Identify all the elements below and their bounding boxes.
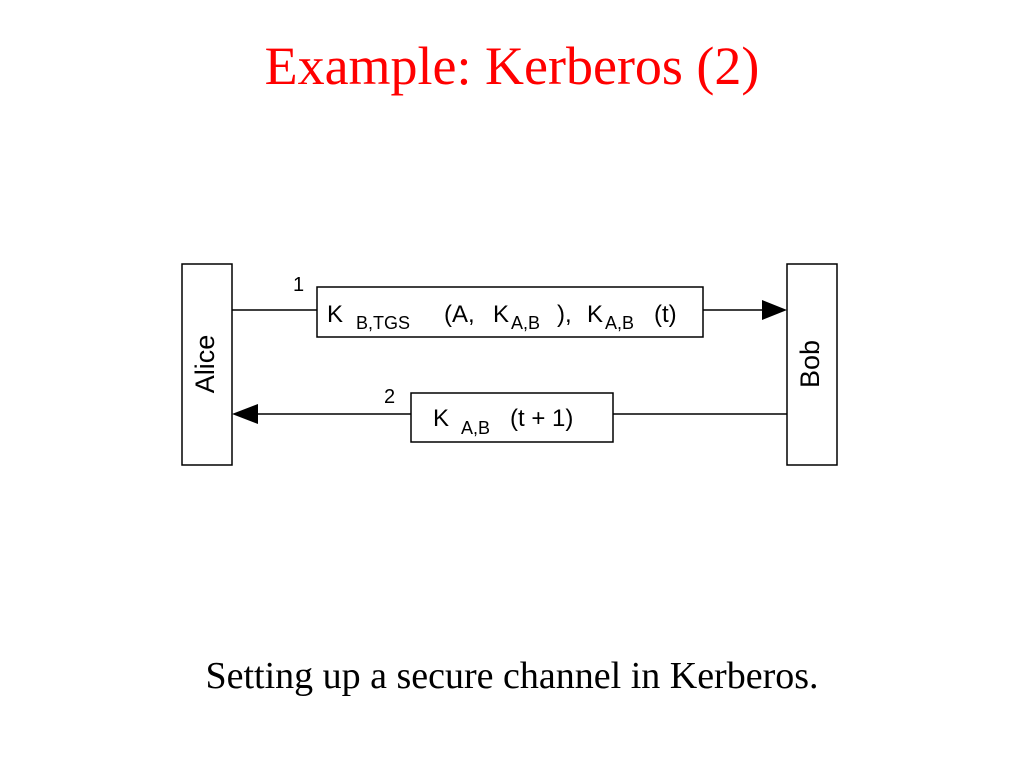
alice-box xyxy=(181,263,233,466)
message-1-tail: (t) xyxy=(654,301,677,328)
message-2-tail: (t + 1) xyxy=(510,405,573,432)
message-2-k1-subscript: A,B xyxy=(461,418,490,438)
message-1-k2-subscript: A,B xyxy=(511,313,540,333)
message-1-content: K B,TGS (A, K A,B ), K A,B (t) xyxy=(327,301,677,335)
message-1-arrowhead xyxy=(762,300,787,320)
bob-box xyxy=(786,263,838,466)
message-2-box xyxy=(410,392,614,443)
message-1-k3-subscript: A,B xyxy=(605,313,634,333)
message-1-mid: ), xyxy=(557,301,578,328)
message-2-content: K A,B (t + 1) xyxy=(433,405,573,440)
slide-title: Example: Kerberos (2) xyxy=(264,36,760,96)
message-1-k1: K xyxy=(327,301,343,328)
message-1-k1-subscript: B,TGS xyxy=(356,313,410,333)
message-1-box xyxy=(316,286,704,338)
message-1-paren-open: (A, xyxy=(444,301,481,328)
alice-label: Alice xyxy=(190,335,220,394)
bob-label: Bob xyxy=(795,340,825,388)
message-1-k2: K xyxy=(493,301,509,328)
message-2-k1: K xyxy=(433,405,449,432)
message-2-arrowhead xyxy=(232,404,258,424)
message-2-number: 2 xyxy=(384,386,395,408)
slide-caption: Setting up a secure channel in Kerberos. xyxy=(205,655,819,697)
message-1-number: 1 xyxy=(293,274,304,296)
message-1-k3: K xyxy=(587,301,603,328)
